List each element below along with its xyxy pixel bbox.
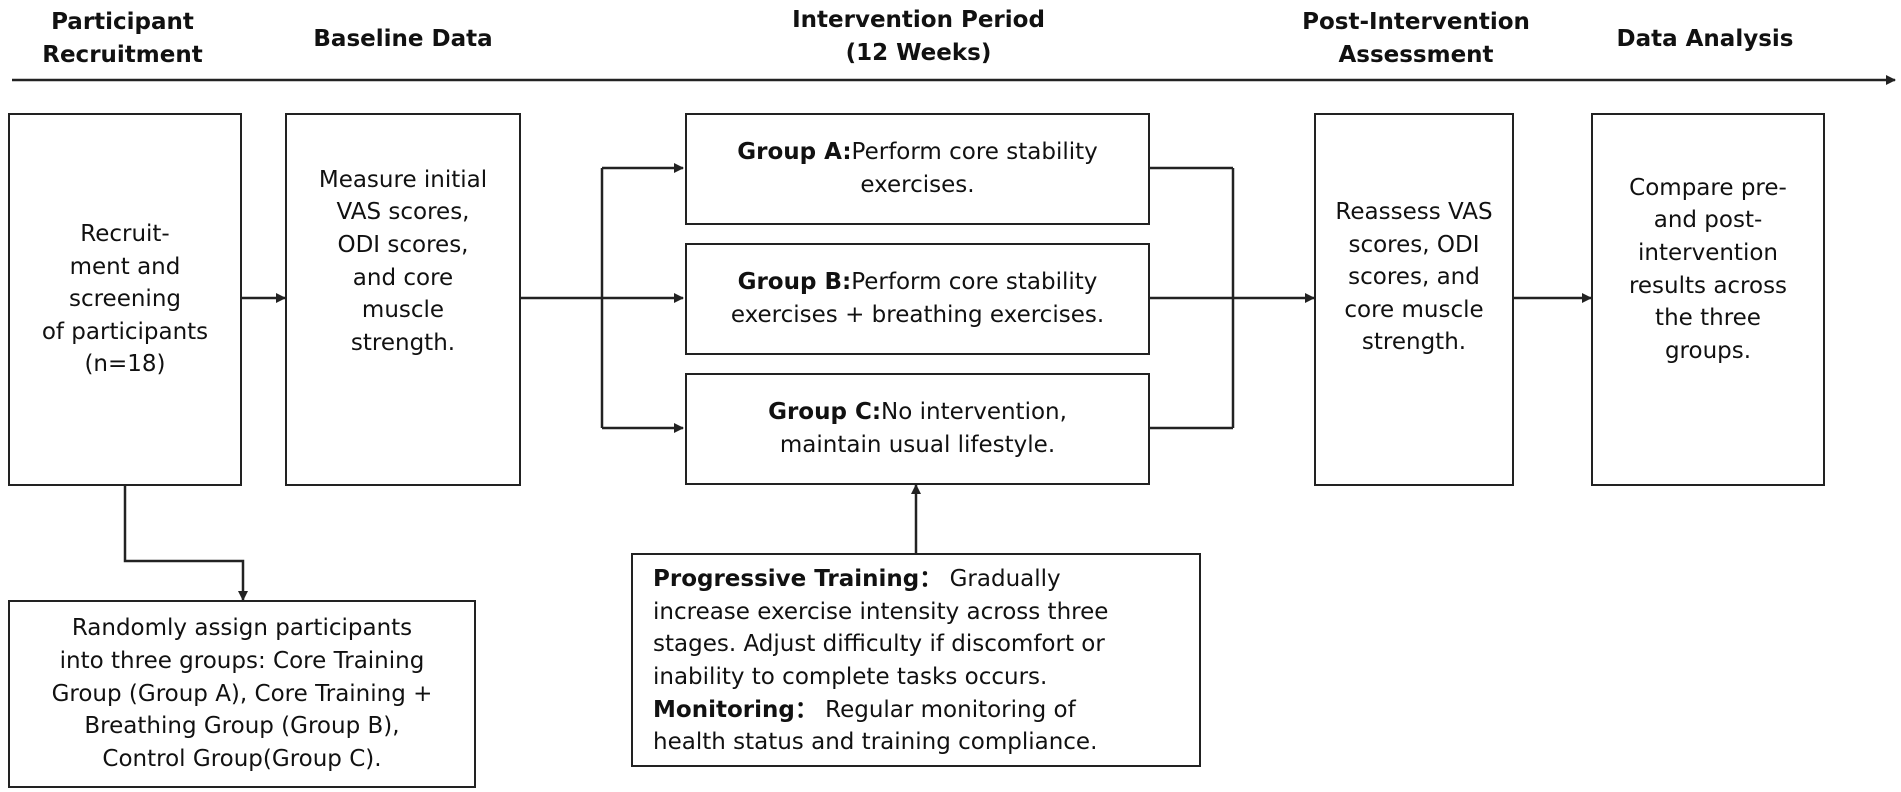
group-c-line: No intervention, bbox=[881, 399, 1067, 426]
header-line: (12 Weeks) bbox=[845, 39, 992, 66]
box-line: Recruit- bbox=[80, 220, 170, 247]
group-b-line: exercises + breathing exercises. bbox=[730, 302, 1105, 328]
header-line: Recruitment bbox=[42, 41, 203, 68]
box-line: (n=18) bbox=[84, 351, 166, 378]
box-line: Breathing Group (Group B), bbox=[84, 713, 400, 740]
header-post-intervention: Post-Intervention Assessment bbox=[1300, 6, 1532, 71]
randomization-box: Randomly assign participants into three … bbox=[8, 600, 476, 788]
box-line: Control Group(Group C). bbox=[102, 745, 382, 772]
box-line: core muscle bbox=[1344, 296, 1484, 323]
group-a-label: Group A: bbox=[737, 139, 852, 166]
header-line: Intervention Period bbox=[792, 7, 1045, 33]
monitoring-separator: ： bbox=[794, 696, 818, 723]
box-line: ment and bbox=[69, 253, 181, 280]
box-line: of participants bbox=[41, 318, 209, 345]
progressive-training-separator: ： bbox=[919, 566, 943, 592]
box-line: intervention bbox=[1638, 239, 1778, 266]
progressive-training-text: inability to complete tasks occurs. bbox=[653, 663, 1048, 690]
header-baseline: Baseline Data bbox=[285, 23, 521, 56]
group-b-label: Group B: bbox=[737, 269, 852, 296]
group-a-box: Group A:Perform core stability exercises… bbox=[685, 113, 1150, 225]
box-line: muscle bbox=[361, 297, 445, 324]
group-c-box: Group C:No intervention, maintain usual … bbox=[685, 373, 1150, 485]
monitoring-text: health status and training compliance. bbox=[653, 729, 1098, 756]
header-line: Assessment bbox=[1338, 41, 1494, 68]
group-a-line: exercises. bbox=[860, 172, 975, 198]
box-line: and post- bbox=[1653, 207, 1763, 234]
group-b-box: Group B:Perform core stability exercises… bbox=[685, 243, 1150, 355]
box-line: Compare pre- bbox=[1629, 174, 1787, 201]
box-line: strength. bbox=[350, 329, 456, 356]
box-line: screening bbox=[68, 286, 181, 313]
box-line: ODI scores, bbox=[337, 231, 469, 258]
box-line: Reassess VAS bbox=[1335, 198, 1493, 225]
progressive-training-text: increase exercise intensity across three bbox=[653, 598, 1109, 625]
header-recruitment: Participant Recruitment bbox=[0, 6, 245, 71]
monitoring-text: Regular monitoring of bbox=[817, 696, 1076, 723]
box-line: Measure initial bbox=[318, 166, 488, 193]
box-line: results across bbox=[1628, 272, 1788, 299]
group-c-line: maintain usual lifestyle. bbox=[779, 432, 1056, 458]
box-line: scores, and bbox=[1348, 264, 1480, 291]
header-line: Data Analysis bbox=[1616, 26, 1794, 52]
data-analysis-box: Compare pre- and post- intervention resu… bbox=[1591, 113, 1825, 486]
box-line: groups. bbox=[1664, 337, 1752, 364]
baseline-box: Measure initial VAS scores, ODI scores, … bbox=[285, 113, 521, 486]
group-b-line: Perform core stability bbox=[851, 269, 1098, 296]
header-line: Post-Intervention bbox=[1302, 9, 1530, 35]
box-line: Group (Group A), Core Training + bbox=[51, 680, 433, 707]
header-line: Baseline Data bbox=[313, 26, 493, 52]
monitoring-label: Monitoring bbox=[653, 696, 795, 723]
progressive-training-text: Gradually bbox=[942, 566, 1061, 592]
box-line: the three bbox=[1655, 305, 1761, 332]
progressive-training-text: stages. Adjust difficulty if discomfort … bbox=[653, 631, 1105, 658]
header-line: Participant bbox=[51, 9, 194, 35]
post-intervention-box: Reassess VAS scores, ODI scores, and cor… bbox=[1314, 113, 1514, 486]
box-line: Randomly assign participants bbox=[71, 615, 413, 642]
group-a-line: Perform core stability bbox=[851, 139, 1098, 166]
training-monitoring-box: Progressive Training： Gradually increase… bbox=[631, 553, 1201, 767]
header-data-analysis: Data Analysis bbox=[1590, 23, 1820, 56]
group-c-label: Group C: bbox=[768, 399, 882, 426]
box-line: scores, ODI bbox=[1348, 231, 1480, 258]
arrow-recruitment-to-randomize bbox=[123, 485, 248, 601]
box-line: strength. bbox=[1361, 329, 1467, 356]
box-line: and core bbox=[352, 264, 454, 291]
recruitment-box: Recruit- ment and screening of participa… bbox=[8, 113, 242, 486]
header-intervention: Intervention Period (12 Weeks) bbox=[686, 4, 1151, 69]
box-line: into three groups: Core Training bbox=[59, 648, 425, 675]
box-line: VAS scores, bbox=[336, 199, 470, 226]
progressive-training-label: Progressive Training bbox=[653, 566, 920, 592]
